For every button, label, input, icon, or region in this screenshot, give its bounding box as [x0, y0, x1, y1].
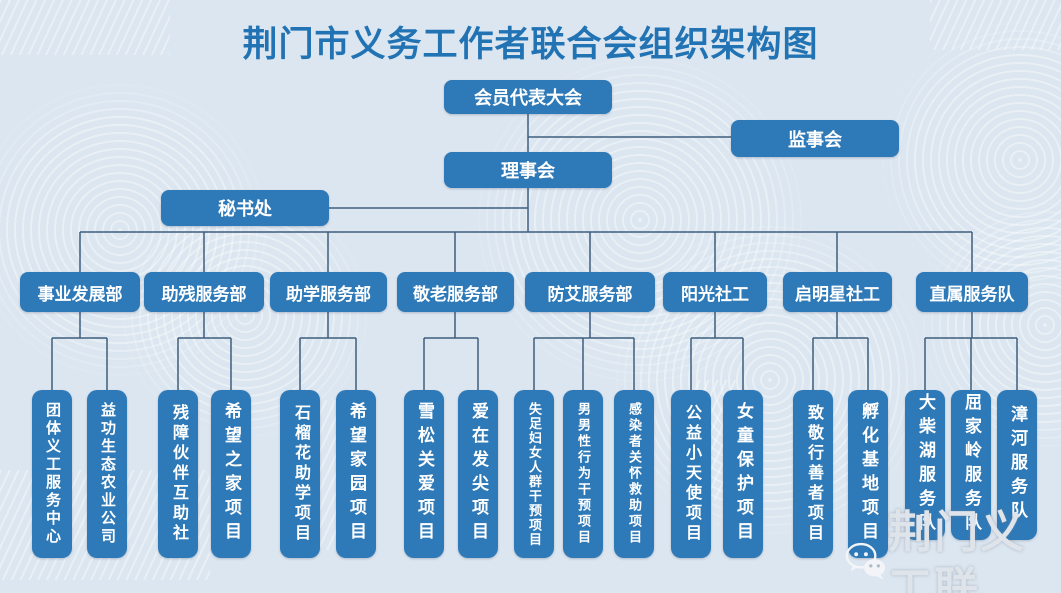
node-project: 致敬行善者项目: [793, 390, 833, 558]
node-project: 残障伙伴互助社: [158, 390, 198, 558]
node-project: 感染者关怀救助项目: [614, 390, 654, 558]
node-dept-direct-service-teams: 直属服务队: [916, 272, 1028, 312]
node-dept-elderly-care: 敬老服务部: [397, 272, 514, 312]
node-project: 石榴花助学项目: [280, 390, 320, 558]
node-dept-education-aid: 助学服务部: [270, 272, 387, 312]
node-project: 失足妇女人群干预项目: [514, 390, 554, 558]
node-council: 理事会: [444, 152, 612, 188]
node-project: 公益小天使项目: [671, 390, 711, 558]
node-project: 屈家岭服务队: [951, 390, 991, 540]
node-project: 益功生态农业公司: [87, 390, 127, 558]
node-project: 爱在发尖项目: [458, 390, 498, 558]
node-project: 希望之家项目: [211, 390, 251, 558]
node-project: 女童保护项目: [723, 390, 763, 558]
node-project: 漳河服务队: [997, 390, 1037, 540]
node-project: 雪松关爱项目: [404, 390, 444, 558]
node-project: 大柴湖服务队: [905, 390, 945, 540]
node-dept-career-development: 事业发展部: [20, 272, 140, 312]
node-secretariat: 秘书处: [161, 190, 329, 226]
node-dept-disability-service: 助残服务部: [144, 272, 264, 312]
node-dept-aids-prevention: 防艾服务部: [525, 272, 655, 312]
node-dept-sunshine-social-work: 阳光社工: [663, 272, 767, 312]
node-dept-qimingxing-social-work: 启明星社工: [783, 272, 892, 312]
node-project: 希望家园项目: [336, 390, 376, 558]
node-supervisory-board: 监事会: [731, 120, 899, 157]
page-title: 荆门市义务工作者联合会组织架构图: [242, 25, 819, 64]
node-project: 团体义工服务中心: [32, 390, 72, 558]
node-project: 男男性行为干预项目: [563, 390, 603, 558]
node-project: 孵化基地项目: [848, 390, 888, 558]
node-member-assembly: 会员代表大会: [444, 80, 612, 114]
